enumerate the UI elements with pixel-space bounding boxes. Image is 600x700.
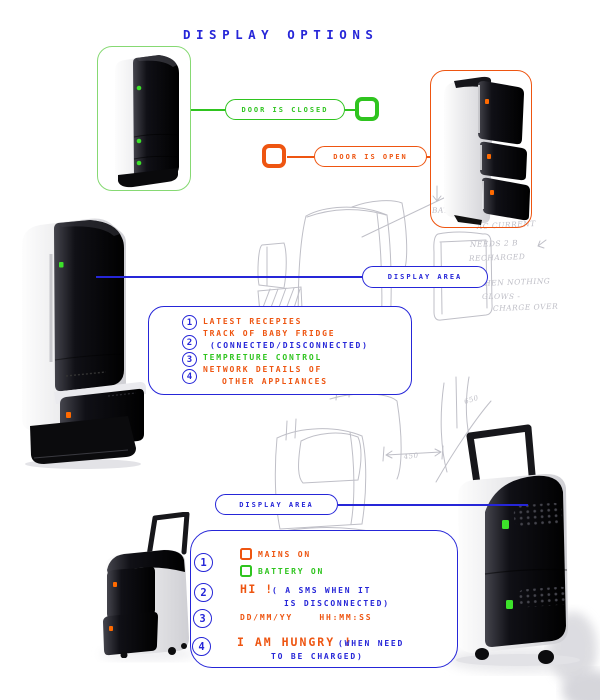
- trolley-display-listbox: [190, 530, 458, 668]
- trolley-large-handle: [466, 424, 537, 494]
- connector-line: [191, 109, 225, 111]
- list-item-temperature: TEMPRETURE CONTROL: [203, 353, 323, 362]
- mains-on-label: MAINS ON: [258, 550, 311, 559]
- list-number-1-text: 1: [186, 317, 193, 328]
- sketch-note-when-nothing: WHEN NOTHING: [476, 276, 551, 288]
- battery-on-label: BATTERY ON: [258, 567, 325, 576]
- door-open-icon: [262, 144, 286, 168]
- list-item-network: NETWORK DETAILS OF: [203, 365, 323, 374]
- open-fridge-frame: [430, 70, 532, 228]
- list-item-appliances: OTHER APPLIANCES: [222, 377, 328, 386]
- list-number-1: 1: [182, 315, 197, 330]
- display-area-pill-top: DISPLAY AREA: [362, 266, 488, 288]
- main-fridge-drawer-indicator: [66, 412, 71, 418]
- list-number-3-text: 3: [199, 612, 206, 625]
- door-open-pill: DOOR IS OPEN: [314, 146, 427, 167]
- sketch-note-charge-over: CHARGE OVER: [493, 302, 559, 313]
- connector-line: [338, 504, 528, 506]
- door-closed-icon: [355, 97, 379, 121]
- list-number-2-text: 2: [200, 586, 207, 599]
- list-number-1: 1: [194, 553, 213, 572]
- list-number-4-text: 4: [186, 371, 193, 382]
- hi-label: HI !: [240, 582, 274, 596]
- sketch-note-needs: NEEDS 2 B: [469, 238, 519, 249]
- list-item-connection-note: (CONNECTED/DISCONNECTED): [210, 341, 369, 350]
- list-number-4-text: 4: [198, 640, 205, 653]
- main-fridge-display-indicator: [59, 262, 64, 268]
- list-number-2: 2: [182, 335, 197, 350]
- door-open-indicator-lights: [485, 99, 494, 195]
- trolley-large-indicators: [502, 520, 513, 609]
- fridge-open-photo: [444, 76, 530, 225]
- hungry-note-line1: (WHEN NEED: [338, 639, 405, 648]
- door-open-label: DOOR IS OPEN: [333, 152, 408, 161]
- hungry-note-line2: TO BE CHARGED): [271, 652, 364, 661]
- list-item-baby-fridge: TRACK OF BABY FRIDGE: [203, 329, 336, 338]
- connector-line: [345, 109, 355, 111]
- list-number-3: 3: [182, 352, 197, 367]
- list-number-4: 4: [182, 369, 197, 384]
- hungry-label: I AM HUNGRY !: [237, 635, 354, 649]
- fridge-closed-photo: [115, 55, 179, 188]
- list-number-2: 2: [194, 583, 213, 602]
- door-closed-indicator-lights: [136, 85, 142, 166]
- battery-on-icon: [240, 565, 252, 577]
- connector-line: [96, 276, 362, 278]
- datetime-label: DD/MM/YY HH:MM:SS: [240, 613, 373, 622]
- sketch-dim-650: 650: [463, 394, 480, 406]
- door-closed-pill: DOOR IS CLOSED: [225, 99, 345, 120]
- page-title: DISPLAY OPTIONS: [183, 27, 379, 42]
- sms-note-line2: IS DISCONNECTED): [284, 599, 390, 608]
- trolley-small-render: [103, 512, 190, 658]
- list-number-2-text: 2: [186, 337, 193, 348]
- sms-note-line1: ( A SMS WHEN IT: [272, 586, 372, 595]
- trolley-small-indicators: [109, 582, 117, 631]
- closed-fridge-frame: [97, 46, 191, 191]
- sketch-note-recharged: RECHARGED: [468, 252, 526, 263]
- sketch-note-glows: GLOWS -: [482, 292, 520, 301]
- display-area-label-bottom: DISPLAY AREA: [239, 500, 314, 509]
- main-fridge-render: [22, 218, 146, 469]
- list-number-3-text: 3: [186, 354, 193, 365]
- trolley-large-render: [456, 424, 580, 666]
- list-number-1-text: 1: [200, 556, 207, 569]
- sketch-dim-450: 450: [402, 451, 419, 461]
- display-area-label-top: DISPLAY AREA: [387, 273, 463, 281]
- list-item-recipes: LATEST RECEPIES: [203, 317, 303, 326]
- door-closed-label: DOOR IS CLOSED: [241, 105, 329, 114]
- list-number-3: 3: [193, 609, 212, 628]
- mains-on-icon: [240, 548, 252, 560]
- display-area-pill-bottom: DISPLAY AREA: [215, 494, 338, 515]
- list-number-4: 4: [192, 637, 211, 656]
- trolley-small-handle: [146, 512, 190, 559]
- pencil-notes: BATTERY AC CURRENT NEEDS 2 B RECHARGED W…: [402, 205, 558, 462]
- connector-line: [287, 156, 314, 158]
- connector-line: [426, 156, 431, 158]
